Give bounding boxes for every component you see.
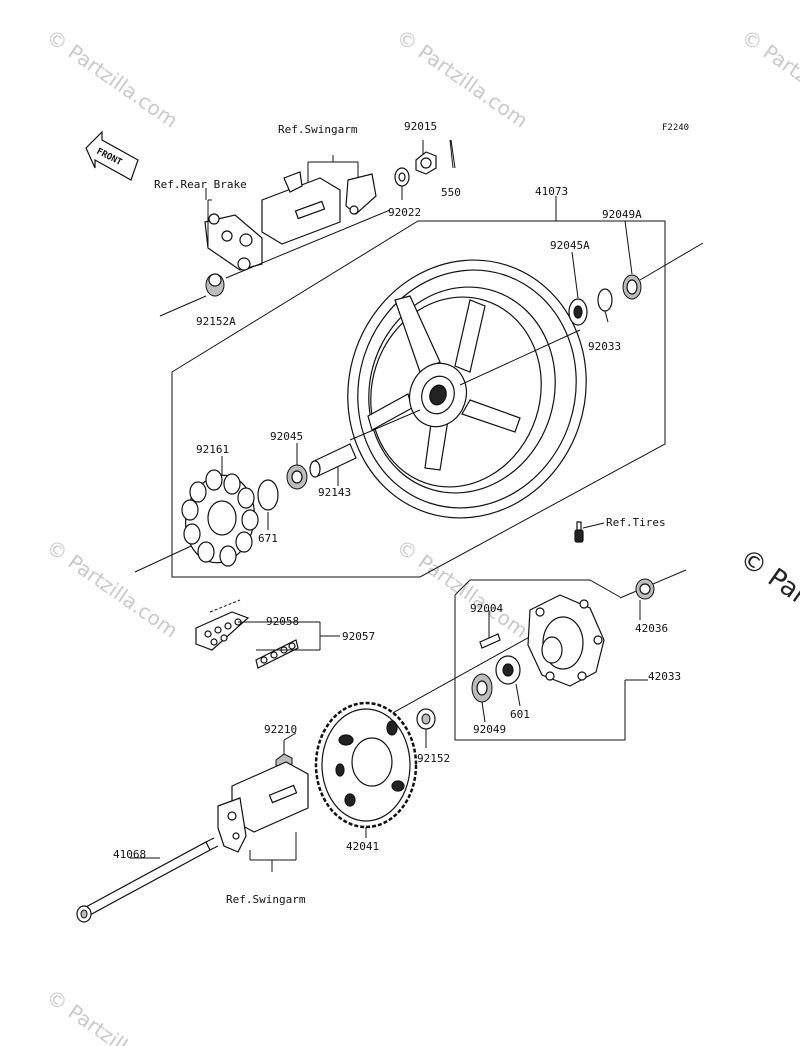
ref-tires: Ref.Tires [606,516,666,529]
ref-swingarm-bottom: Ref.Swingarm [226,893,306,906]
watermark: © Partz [734,543,800,625]
part-number: 92049 [473,723,506,736]
watermark: © Partzilla.com [42,984,182,1046]
right-bearings [568,220,642,326]
front-arrow-icon: FRONT [85,130,139,181]
part-number: 42036 [635,622,668,635]
part-number: 92058 [266,615,299,628]
part-number: 92015 [404,120,437,133]
rear-brake-bracket [159,155,391,317]
wheel-box-outline [171,220,666,578]
part-number: 671 [258,532,278,545]
valve-stem [574,521,605,543]
hub-box-outline [454,595,626,741]
ref-swingarm-top: Ref.Swingarm [278,123,358,136]
chain-link-set [195,599,340,669]
part-number: 601 [510,708,530,721]
part-number: 42041 [346,840,379,853]
rear-wheel [347,259,587,519]
sprocket-hub [527,578,655,687]
cush-damper [181,469,259,567]
part-number: 92152A [196,315,236,328]
part-number: 41068 [113,848,146,861]
part-number: 92033 [588,340,621,353]
watermark: © Partzilla.com [392,534,532,642]
watermark: © Partzilla.com [42,24,182,132]
part-number: 92022 [388,206,421,219]
watermark: © Partzilla.com [392,24,532,132]
rear-axle [76,837,219,923]
stud [479,610,501,649]
diagram-code: F2240 [662,123,689,133]
part-labels: Ref.Swingarm Ref.Rear Brake Ref.Tires Re… [113,120,681,906]
part-number: 92152 [417,752,450,765]
hub-bearings [416,655,521,748]
part-number: 92057 [342,630,375,643]
part-number: 92045A [550,239,590,252]
chain-adjuster [217,761,309,872]
part-number: 92004 [470,602,503,615]
part-number: 92045 [270,430,303,443]
part-number: 92143 [318,486,351,499]
watermark: © Partzilla.com [42,534,182,642]
left-hub-parts [181,443,357,567]
part-number: 42033 [648,670,681,683]
part-number: 41073 [535,185,568,198]
watermark: © Partzilla.com [737,24,800,132]
part-number: 92210 [264,723,297,736]
part-number: 550 [441,186,461,199]
rear-sprocket [314,701,418,838]
axle-nut-group [394,139,456,200]
part-number: 92161 [196,443,229,456]
part-number: 92049A [602,208,642,221]
ref-rear-brake: Ref.Rear Brake [154,178,247,191]
